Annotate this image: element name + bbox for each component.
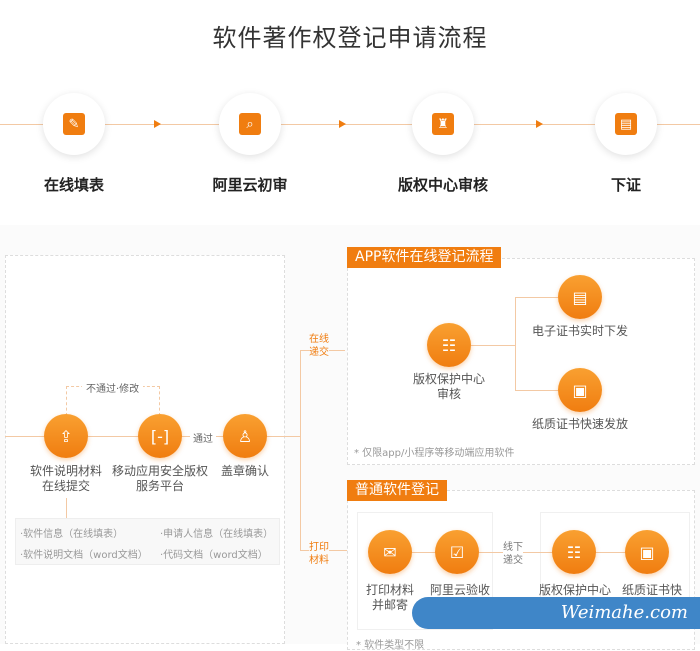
bracket-icon: [-] — [138, 414, 182, 458]
step-label: 移动应用安全版权服务平台 — [111, 464, 209, 493]
form-edit-icon: ✎ — [43, 93, 105, 155]
step-label: 阿里云初审 — [212, 176, 288, 194]
print-branch-label: 打印材料 — [309, 541, 329, 567]
step-label: 版权保护中心审核 — [412, 372, 486, 401]
flow-line — [515, 390, 558, 391]
app-flow-header: APP软件在线登记流程 — [347, 247, 502, 268]
step-label: 电子证书实时下发 — [531, 324, 629, 338]
step-label: 纸质证书快速发放 — [531, 417, 629, 431]
page-title: 软件著作权登记申请流程 — [212, 24, 488, 52]
flow-line — [66, 498, 67, 518]
watermark-banner: Weimahe.com — [412, 597, 700, 629]
electronic-certificate-icon: ▤ — [558, 275, 602, 319]
flow-line — [471, 345, 515, 346]
certificate-review-icon: ☷ — [552, 530, 596, 574]
stamp-icon: ♙ — [223, 414, 267, 458]
arrow-icon — [154, 120, 161, 128]
app-note: * 仅限app/小程序等移动端应用软件 — [354, 448, 515, 459]
step-label: 版权中心审核 — [397, 176, 489, 194]
mail-icon: ✉ — [368, 530, 412, 574]
stamp-icon: ♜ — [412, 93, 474, 155]
step-label: 阿里云验收 — [429, 583, 491, 597]
step-label: 纸质证书快 — [621, 583, 683, 597]
upload-icon: ⇪ — [44, 414, 88, 458]
offline-label: 线下递交 — [503, 541, 523, 567]
app-flow-box — [347, 258, 695, 465]
search-document-icon: ⌕ — [219, 93, 281, 155]
arrow-icon — [339, 120, 346, 128]
online-branch-label: 在线递交 — [309, 333, 329, 359]
reject-label: 不通过·修改 — [82, 380, 144, 395]
clipboard-check-icon: ☑ — [435, 530, 479, 574]
materials-box — [15, 518, 280, 565]
flow-line — [515, 297, 516, 390]
step-label: 盖章确认 — [220, 464, 270, 478]
step-label: 版权保护中心 — [538, 583, 612, 597]
flow-line — [515, 297, 558, 298]
material-item: ·申请人信息（在线填表） — [160, 529, 274, 540]
step-label: 下证 — [610, 176, 642, 194]
top-flow-line — [0, 124, 700, 125]
step-label: 软件说明材料在线提交 — [29, 464, 103, 493]
certificate-icon: ▣ — [625, 530, 669, 574]
certificate-review-icon: ☷ — [427, 323, 471, 367]
paper-certificate-icon: ▣ — [558, 368, 602, 412]
branch-line — [300, 350, 301, 550]
material-item: ·软件说明文档（word文档） — [20, 550, 148, 561]
pass-label: 通过 — [190, 430, 216, 445]
step-label: 在线填表 — [43, 176, 105, 194]
step-label: 打印材料并邮寄 — [365, 583, 415, 612]
certificate-card-icon: ▤ — [595, 93, 657, 155]
material-item: ·软件信息（在线填表） — [20, 529, 124, 540]
normal-flow-header: 普通软件登记 — [347, 480, 447, 501]
material-item: ·代码文档（word文档） — [160, 550, 268, 561]
arrow-icon — [536, 120, 543, 128]
